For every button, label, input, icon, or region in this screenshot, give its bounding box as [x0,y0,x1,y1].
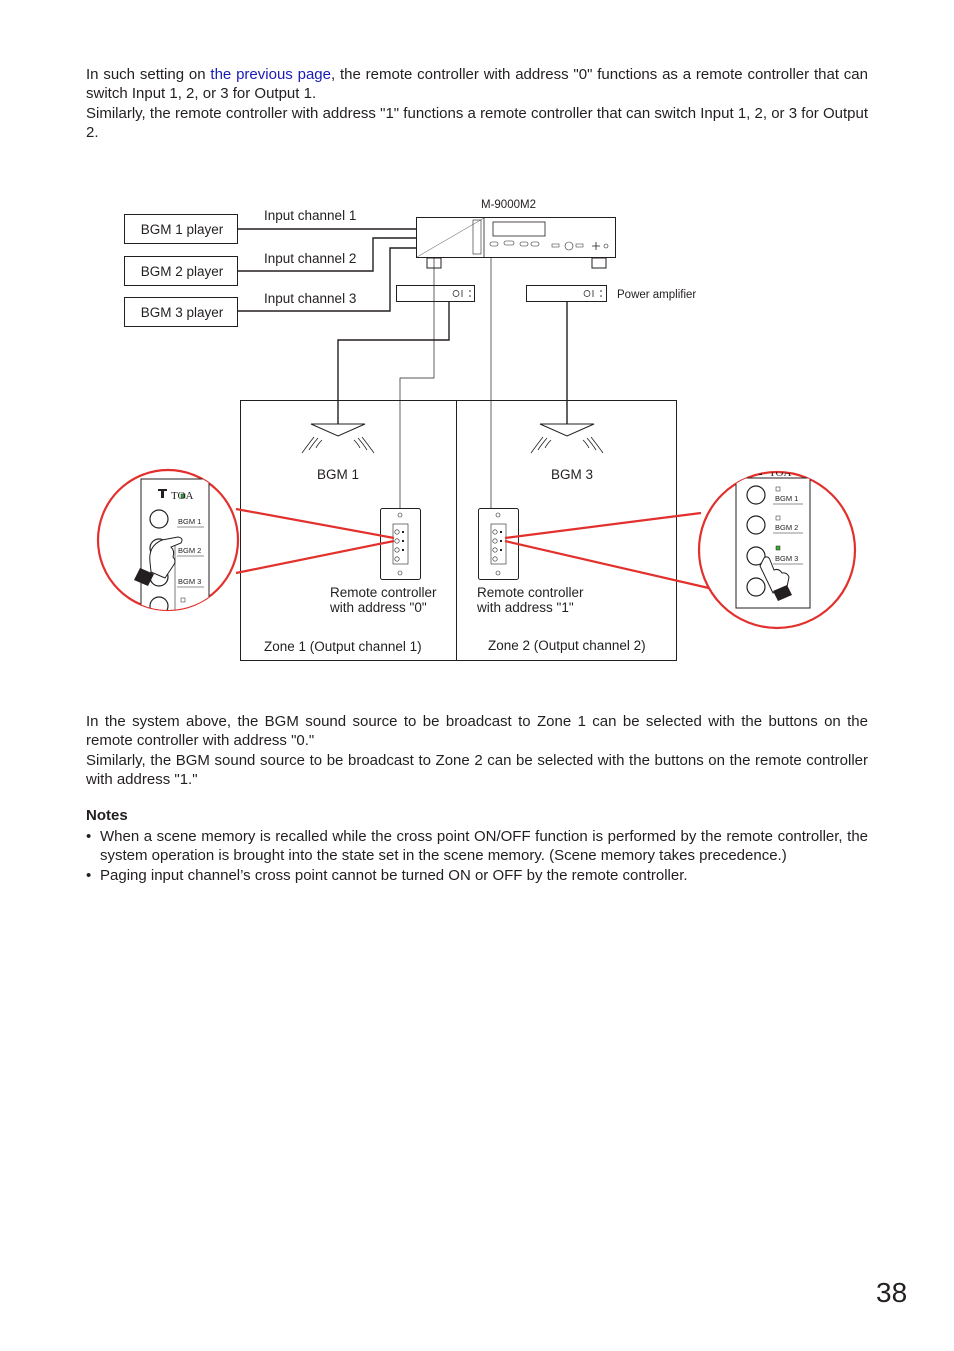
intro-text-1: In such setting on [86,66,211,83]
bgm3-player-box: BGM 3 player [124,297,238,327]
zoom-connectors [235,507,714,591]
zone-2-label: Zone 2 (Output channel 2) [488,638,646,653]
remote-0-label-line1: Remote controller [330,585,437,600]
zoom-detail-left: BGM 1 BGM 2 BGM 3 TOA [96,468,240,612]
device-label: M-9000M2 [481,199,536,211]
bullet: • [86,828,92,845]
zoom-left-bgm3-label: BGM 3 [178,577,201,586]
m9000m2-unit [416,217,616,269]
zoom-left-bgm1-label: BGM 1 [178,517,201,526]
power-amplifier-label: Power amplifier [617,289,696,301]
previous-page-link[interactable]: the previous page [210,66,331,83]
bullet: • [86,866,92,884]
speaker-label-bgm3: BGM 3 [551,467,593,482]
bgm1-player-box: BGM 1 player [124,214,238,244]
zoom-right-bgm3-label: BGM 3 [775,554,798,563]
zoom-right-bgm1-label: BGM 1 [775,494,798,503]
intro-paragraph: In such setting on the previous page, th… [86,65,868,143]
bgm3-player-label: BGM 3 player [141,305,224,320]
remote-1-label-line1: Remote controller [477,585,584,600]
zoom-detail-right: BGM 1 BGM 2 BGM 3 TOA [697,467,857,630]
zoom-left-bgm2-label: BGM 2 [178,546,201,555]
note-item: • When a scene memory is recalled while … [86,827,868,866]
explanation-text-1: In the system above, the BGM sound sourc… [86,713,868,750]
toa-logo-left: TOA [158,489,193,502]
system-diagram: BGM 1 player BGM 2 player BGM 3 player I… [96,199,857,661]
zones-box [240,400,677,661]
intro-text-3: Similarly, the remote controller with ad… [86,104,868,142]
explanation-paragraph: In the system above, the BGM sound sourc… [86,712,868,790]
bgm2-player-box: BGM 2 player [124,256,238,286]
remote-controller-1-icon [478,508,519,580]
input-channel-1-label: Input channel 1 [264,208,356,223]
page-number: 38 [876,1277,908,1308]
zone-1-label: Zone 1 (Output channel 1) [264,639,422,654]
pointing-hand-right-icon [759,556,792,601]
note-text: When a scene memory is recalled while th… [100,828,868,865]
toa-logo-right-text: TOA [769,467,791,479]
intro-text-2: , the remote controller with address "0"… [86,66,868,103]
explanation-text-2: Similarly, the BGM sound source to be br… [86,751,868,789]
notes-heading: Notes [86,807,128,824]
bgm2-player-label: BGM 2 player [141,264,224,279]
speaker-bgm3-icon [530,423,604,454]
note-item: • Paging input channel’s cross point can… [86,866,868,885]
toa-logo-right: TOA [756,467,791,479]
remote-cables [399,258,492,509]
remote-1-label-line2: with address "1" [476,600,574,615]
power-amplifier-module [526,285,607,302]
zoom-right-bgm2-label: BGM 2 [775,523,798,532]
input-channel-3-label: Input channel 3 [264,291,356,306]
speaker-cables [337,301,568,424]
input-cables [237,228,420,312]
pointing-hand-left-icon [134,536,183,586]
bgm1-player-label: BGM 1 player [141,222,224,237]
notes-list: • When a scene memory is recalled while … [86,827,868,885]
remote-controller-0-icon [380,508,421,580]
input-channel-2-label: Input channel 2 [264,251,356,266]
remote-0-label-line2: with address "0" [329,600,427,615]
speaker-label-bgm1: BGM 1 [317,467,359,482]
toa-logo-left-text: TOA [171,490,193,502]
note-text: Paging input channel’s cross point canno… [100,866,688,884]
input-amplifier-module [396,285,475,302]
speaker-bgm1-icon [301,423,375,454]
